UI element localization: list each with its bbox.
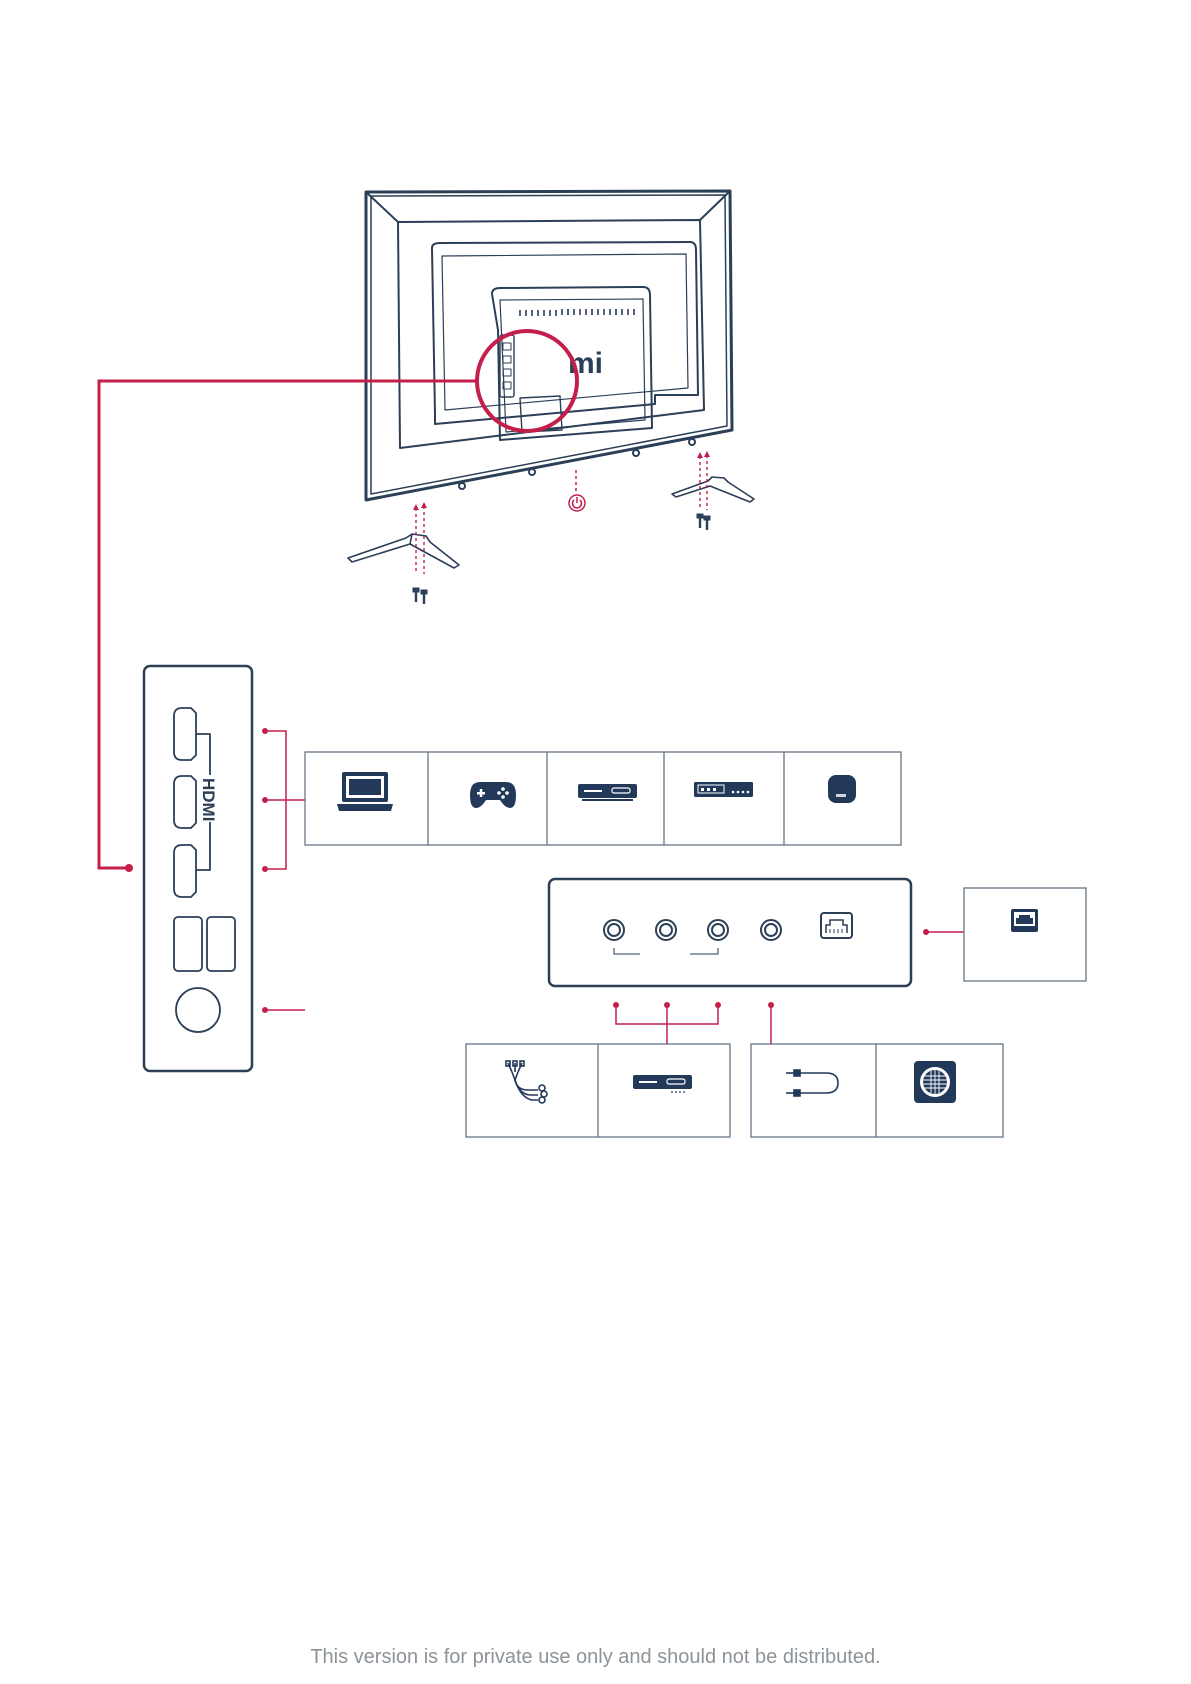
- tv-stand-left: [348, 534, 459, 568]
- hdmi-device-row: [305, 752, 901, 845]
- distribution-notice: This version is for private use only and…: [0, 1646, 1191, 1669]
- power-icon: [569, 495, 585, 511]
- hdmi-label: HDMI: [199, 778, 218, 821]
- av-device-row: [466, 1044, 730, 1137]
- stand-screws: [413, 514, 710, 604]
- tv-back-illustration: [366, 191, 732, 500]
- back-port-panel: [549, 879, 911, 986]
- tv-stand-right: [672, 477, 754, 502]
- ethernet-icon: [1011, 909, 1038, 932]
- vent-slats: [520, 309, 634, 316]
- side-port-panel: HDMI: [144, 666, 252, 1071]
- dvd-player-icon: [694, 782, 753, 797]
- laptop-icon: [337, 772, 393, 811]
- audio-device-row: [751, 1044, 1003, 1137]
- mi-box-icon: [828, 775, 856, 803]
- network-device-box: [964, 888, 1086, 981]
- speaker-icon: [914, 1061, 956, 1103]
